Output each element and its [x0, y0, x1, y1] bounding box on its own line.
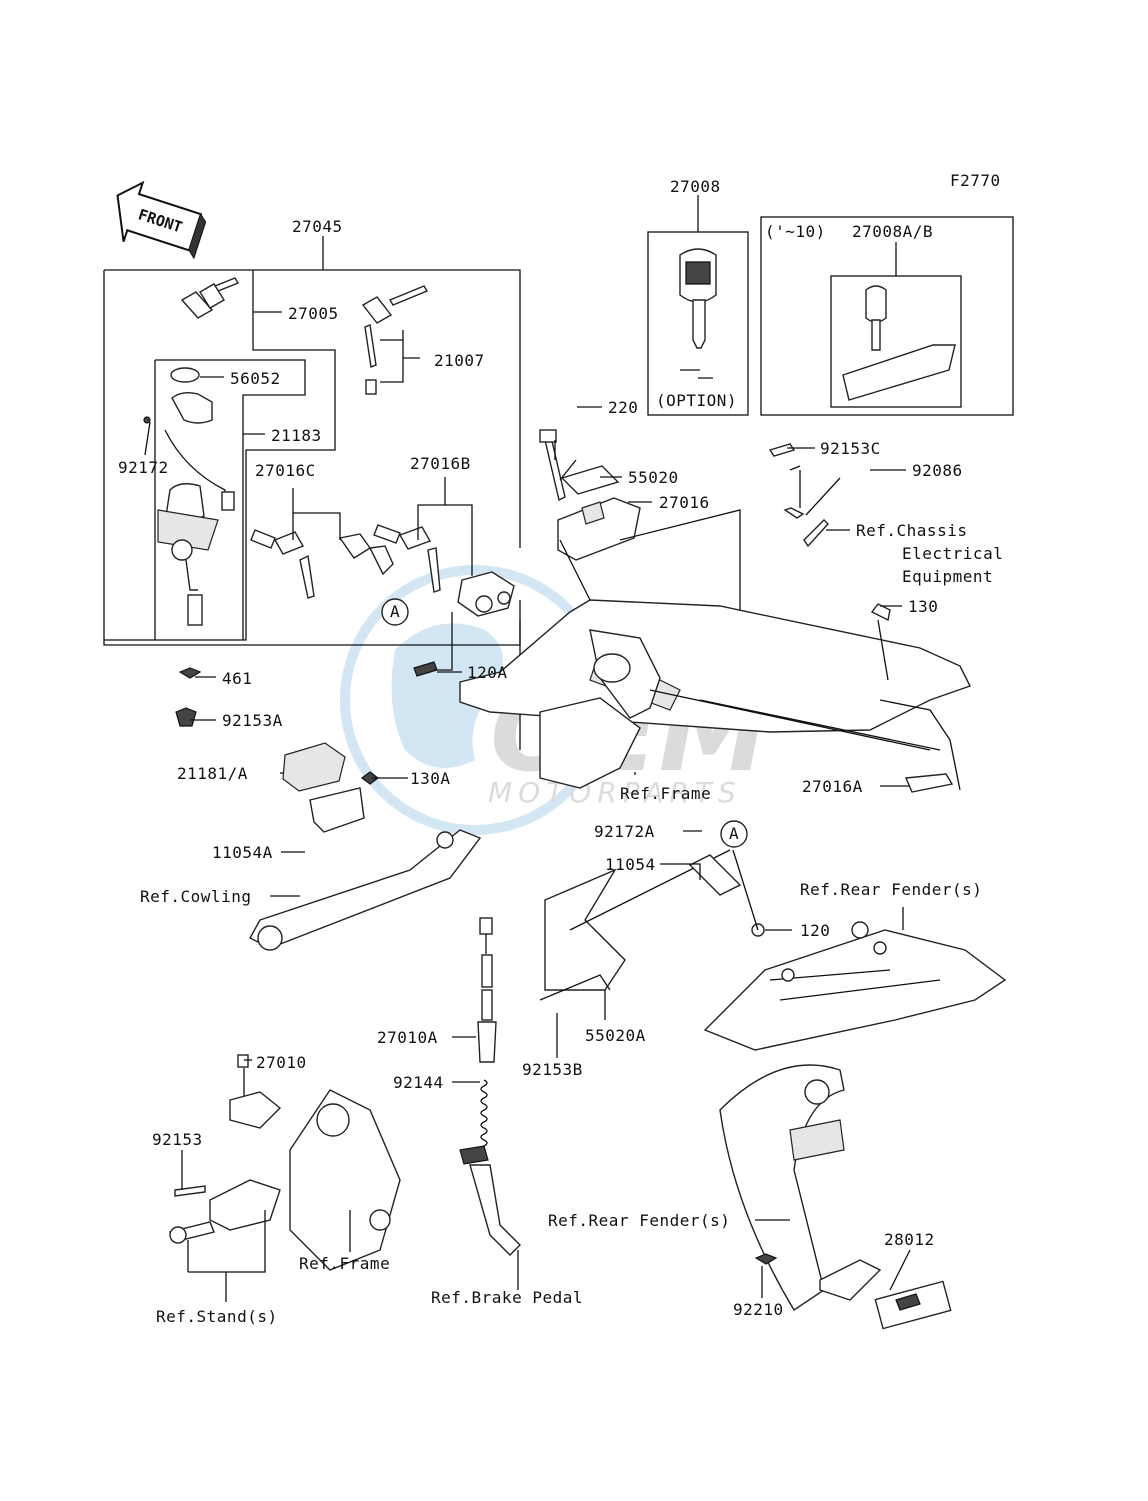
variant-key-box [760, 216, 1014, 416]
label-27008: 27008 [670, 177, 721, 196]
rear-brake-switch-bracket [169, 1054, 401, 1271]
label-ref-cowling: Ref.Cowling [140, 887, 251, 906]
label-21007: 21007 [434, 351, 485, 370]
callout-a-circle-1 [381, 598, 409, 626]
label-ref-frame-2: Ref.Frame [299, 1254, 390, 1273]
label-55020: 55020 [628, 468, 679, 487]
label-ref-chassis-2: Electrical [902, 544, 1003, 563]
license-plate-bracket [719, 1064, 952, 1330]
seat-lock [338, 533, 521, 750]
label-92086: 92086 [912, 461, 963, 480]
label-ref-brake-pedal: Ref.Brake Pedal [431, 1288, 583, 1307]
label-ref-chassis-1: Ref.Chassis [856, 521, 967, 540]
callout-a-1: A [390, 602, 400, 621]
label-27016B: 27016B [410, 454, 471, 473]
label-27005: 27005 [288, 304, 339, 323]
callout-a-circle-2 [720, 820, 748, 848]
label-ref-stand: Ref.Stand(s) [156, 1307, 278, 1326]
figure-code: F2770 [950, 171, 1001, 190]
watermark-text-sub: MOTORPARTS [488, 776, 742, 809]
label-27008AB: 27008A/B [852, 222, 933, 241]
label-461: 461 [222, 669, 252, 688]
label-21183: 21183 [271, 426, 322, 445]
label-92172A: 92172A [594, 822, 655, 841]
leader-lines [144, 311, 911, 1302]
ignition-switch [143, 367, 235, 727]
label-27045: 27045 [292, 217, 343, 236]
label-130A: 130A [410, 769, 451, 788]
label-27016: 27016 [659, 493, 710, 512]
label-ref-frame-1: Ref.Frame [620, 784, 711, 803]
rear-fender-assembly [544, 849, 1007, 1051]
label-28012: 28012 [884, 1230, 935, 1249]
callout-a-2: A [729, 824, 739, 843]
label-56052: 56052 [230, 369, 281, 388]
cowling-bracket [249, 742, 482, 951]
label-27016C: 27016C [255, 461, 316, 480]
seat-latch [539, 429, 741, 630]
brake-switch [459, 917, 521, 1256]
label-92153: 92153 [152, 1130, 203, 1149]
label-220: 220 [608, 398, 638, 417]
key-icon [180, 248, 956, 599]
label-92153A: 92153A [222, 711, 283, 730]
label-92172: 92172 [118, 458, 169, 477]
label-21181A: 21181/A [177, 764, 248, 783]
label-120: 120 [800, 921, 830, 940]
label-92153C: 92153C [820, 439, 881, 458]
label-ref-rear-fender-2: Ref.Rear Fender(s) [548, 1211, 730, 1230]
label-ref-chassis-3: Equipment [902, 567, 993, 586]
label-27010A: 27010A [377, 1028, 438, 1047]
label-55020A: 55020A [585, 1026, 646, 1045]
label-ref-rear-fender-1: Ref.Rear Fender(s) [800, 880, 982, 899]
variant-label: ('~10) [765, 222, 826, 241]
option-label: (OPTION) [656, 391, 737, 410]
label-27010: 27010 [256, 1053, 307, 1072]
front-arrow-icon: FRONT [116, 180, 207, 260]
label-130: 130 [908, 597, 938, 616]
option-key-box [647, 195, 749, 416]
callout-labels: 27045 27005 21007 56052 21183 92172 2701… [118, 177, 1003, 1326]
subframe [459, 443, 971, 793]
label-11054A: 11054A [212, 843, 273, 862]
label-120A: 120A [467, 663, 508, 682]
label-92153B: 92153B [522, 1060, 583, 1079]
label-92210: 92210 [733, 1300, 784, 1319]
label-11054: 11054 [605, 855, 656, 874]
label-27016A: 27016A [802, 777, 863, 796]
label-92144: 92144 [393, 1073, 444, 1092]
